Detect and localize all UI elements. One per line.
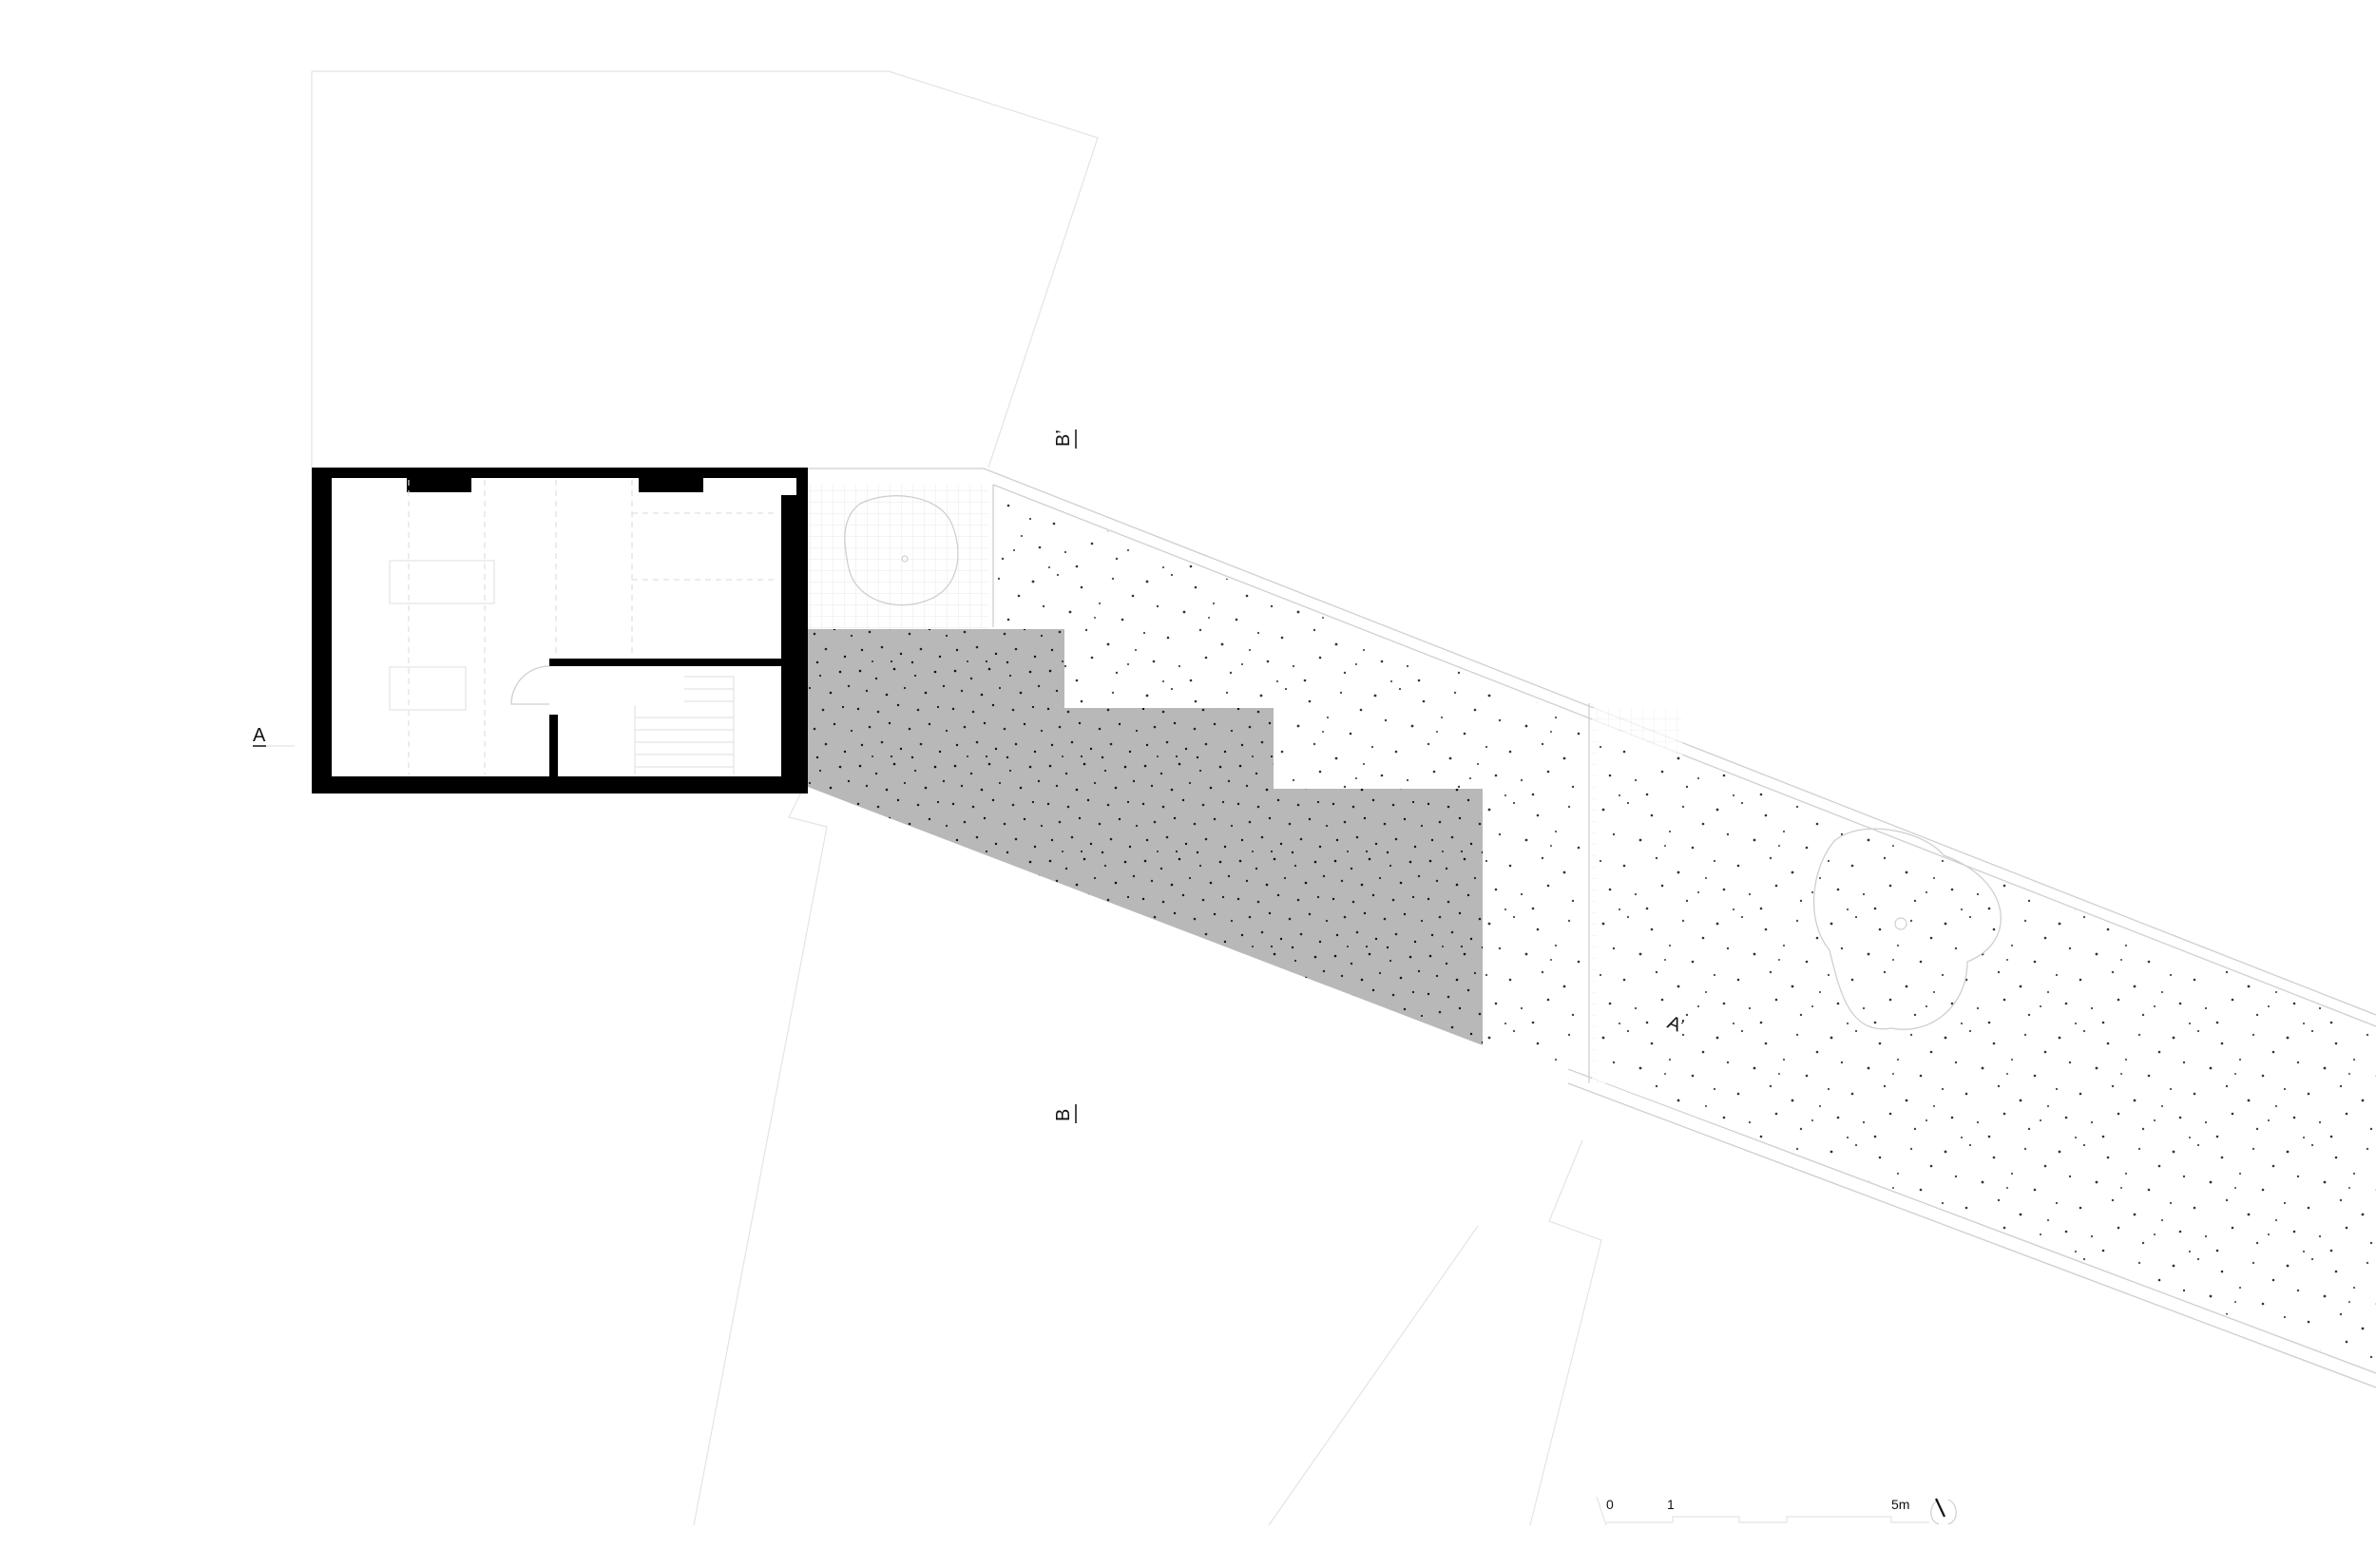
building-plan	[312, 468, 808, 794]
stone-terrace	[808, 629, 1483, 1045]
section-marker-a-prime: A’	[1664, 1012, 1686, 1038]
plot-boundary	[805, 468, 2376, 1388]
section-label-a-prime: A’	[1664, 1012, 1686, 1038]
scale-tick-1: 1	[1667, 1497, 1675, 1512]
tree-small	[844, 495, 959, 606]
section-label-b: B	[1053, 1109, 1074, 1121]
tree-large	[1813, 828, 2002, 1030]
gravel-bed-upper	[996, 487, 1582, 1074]
gravel-bed-lower	[1597, 722, 2376, 1370]
scale-tick-5m: 5m	[1891, 1497, 1909, 1512]
stair	[634, 676, 735, 774]
north-arrow-icon	[1930, 1498, 1957, 1525]
section-marker-b-prime: B’	[1053, 430, 1077, 449]
section-label-a: A	[253, 725, 266, 746]
section-marker-a: A	[253, 725, 295, 747]
scale-bar: 0 1 5m	[1606, 1497, 1929, 1523]
section-marker-b: B	[1053, 1104, 1077, 1123]
context-lines	[311, 70, 1607, 1526]
paved-tiles-left	[808, 485, 988, 629]
scale-tick-0: 0	[1606, 1497, 1614, 1512]
section-label-b-prime: B’	[1053, 430, 1074, 447]
